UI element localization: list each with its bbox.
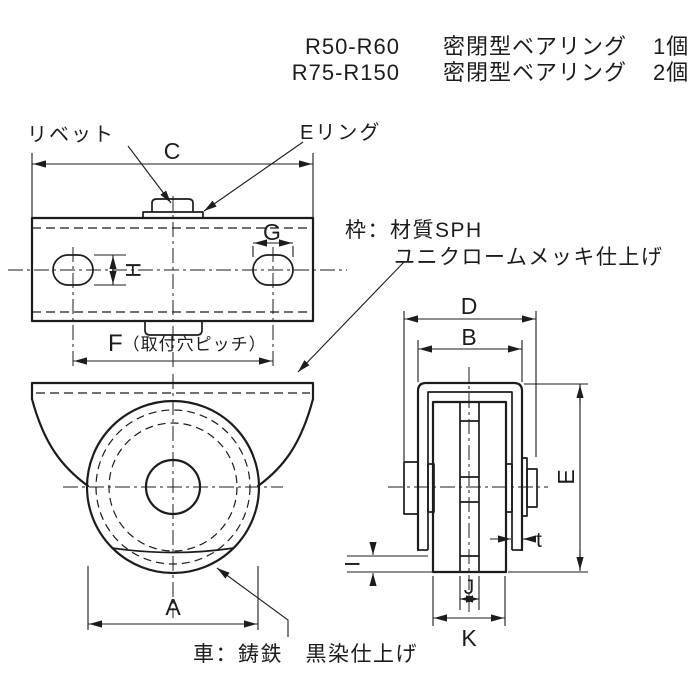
housing-left-curve xyxy=(30,397,90,488)
dim-h: H xyxy=(94,254,145,286)
side-view: D B E t xyxy=(341,293,588,651)
wheel-note-leader xyxy=(216,567,289,637)
spec-row1-qty: 1個 xyxy=(653,34,689,59)
rivet-label: リベット xyxy=(27,124,115,146)
dim-g-label: G xyxy=(263,219,281,245)
frame-note: 枠：材質SPH ユニクロームメッキ仕上げ xyxy=(297,219,663,373)
spec-table: R50-R60 密閉型ベアリング 1個 R75-R150 密閉型ベアリング 2個 xyxy=(292,34,689,85)
frame-note-line2: ユニクロームメッキ仕上げ xyxy=(394,246,663,269)
housing-right-curve xyxy=(256,397,315,488)
rivet-leader-line xyxy=(127,145,172,204)
dim-t-label: t xyxy=(536,529,542,552)
spec-row2-model: R75-R150 xyxy=(292,60,400,85)
axle-rivet-head xyxy=(403,461,419,515)
dim-b-label: B xyxy=(461,324,476,350)
dim-k-label: K xyxy=(461,625,477,651)
dim-c-label: C xyxy=(164,138,181,164)
bracket-outer xyxy=(416,381,524,552)
frame-note-leader xyxy=(297,261,405,373)
dim-e-label: E xyxy=(553,469,579,484)
front-view: A xyxy=(30,374,315,630)
rivet-base xyxy=(142,211,204,218)
wheel-section xyxy=(431,400,508,574)
frame-note-line1: 枠：材質SPH xyxy=(345,219,483,242)
dim-t: t xyxy=(490,529,542,552)
e-ring-label: Eリング xyxy=(300,121,381,144)
dim-c: C xyxy=(31,138,314,217)
e-ring-leader-line xyxy=(203,141,304,212)
wheel-note: 車：鋳鉄 黒染仕上げ xyxy=(193,567,418,666)
axle-end xyxy=(526,468,538,508)
dim-d-label: D xyxy=(461,293,478,319)
spec-row1-model: R50-R60 xyxy=(305,34,400,59)
dim-j: J xyxy=(459,576,480,610)
dim-a-label: A xyxy=(165,594,181,620)
leader-rivet: リベット xyxy=(27,124,172,204)
axle-washer-left xyxy=(427,463,435,513)
dim-e: E xyxy=(508,383,588,573)
wheel-note-text: 車：鋳鉄 黒染仕上げ xyxy=(193,643,418,666)
spec-row2-qty: 2個 xyxy=(653,60,689,85)
spec-row2-name: 密閉型ベアリング xyxy=(443,60,627,85)
dim-d: D xyxy=(403,293,537,461)
dim-i: I xyxy=(341,542,433,586)
dim-j-label: J xyxy=(464,576,475,599)
bracket-inner xyxy=(427,391,513,550)
dim-b: B xyxy=(417,324,523,382)
dim-a: A xyxy=(87,566,259,630)
leader-e-ring: Eリング xyxy=(203,121,381,212)
dim-f-label: F（取付穴ピッチ） xyxy=(108,330,267,357)
housing-opening-edge xyxy=(111,547,235,554)
dim-f: F（取付穴ピッチ） xyxy=(73,330,273,365)
dim-h-label: H xyxy=(122,262,145,277)
spec-row1-name: 密閉型ベアリング xyxy=(443,34,627,59)
axle-washer-right xyxy=(505,463,513,513)
top-view: C G H F（取付穴ピッチ） リベット xyxy=(8,121,381,368)
dim-k: K xyxy=(432,576,506,651)
dim-i-label: I xyxy=(341,561,364,567)
dim-g: G xyxy=(252,219,294,257)
